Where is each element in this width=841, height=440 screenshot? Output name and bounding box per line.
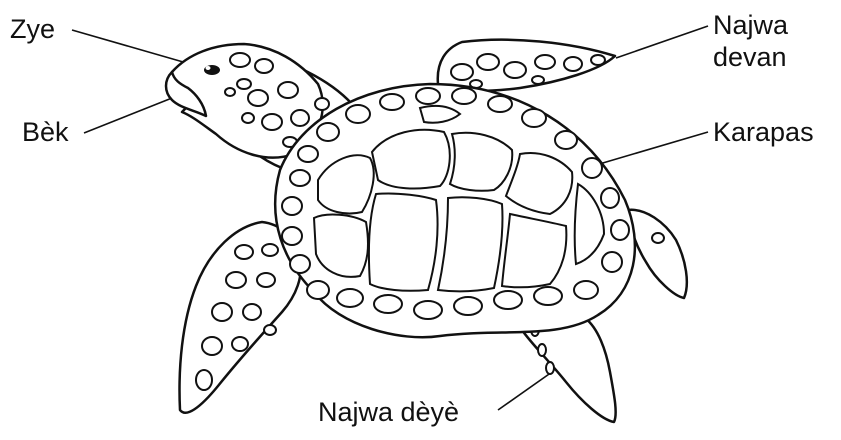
carapace-leader-line bbox=[596, 132, 708, 165]
head-scale bbox=[230, 53, 250, 67]
marginal-scute bbox=[488, 96, 512, 112]
head-scale bbox=[255, 59, 273, 73]
marginal-scute bbox=[601, 188, 619, 208]
flipper-scale bbox=[535, 55, 555, 69]
front-flipper-leader-line bbox=[616, 26, 708, 58]
rear-flipper-scale bbox=[546, 362, 554, 374]
flipper-scale bbox=[591, 55, 605, 65]
flipper-scale bbox=[212, 303, 232, 321]
rear-flipper-leader-line bbox=[498, 372, 552, 410]
head-scale bbox=[278, 82, 298, 98]
marginal-scute bbox=[611, 220, 629, 240]
marginal-scute bbox=[307, 281, 329, 299]
label-front-flipper-line1: Najwa bbox=[713, 10, 788, 40]
head-scale bbox=[242, 113, 254, 123]
costal-scute bbox=[502, 214, 566, 287]
eye-highlight bbox=[206, 66, 211, 70]
marginal-scute bbox=[290, 170, 310, 186]
flipper-scale bbox=[196, 370, 212, 390]
marginal-scute bbox=[555, 131, 577, 149]
rear-right-flipper bbox=[628, 210, 687, 298]
flipper-scale bbox=[257, 273, 275, 287]
marginal-scute bbox=[380, 94, 404, 110]
vertebral-scute bbox=[438, 197, 503, 291]
label-front-flipper-line2: devan bbox=[713, 42, 787, 72]
marginal-scute bbox=[282, 197, 302, 215]
marginal-scute bbox=[574, 281, 598, 299]
marginal-scute bbox=[337, 289, 363, 307]
marginal-scute bbox=[416, 88, 440, 104]
head-scale bbox=[291, 110, 309, 126]
flipper-scale bbox=[262, 244, 278, 256]
flipper-scale bbox=[477, 54, 499, 70]
marginal-scute bbox=[374, 295, 402, 313]
marginal-scute bbox=[494, 291, 522, 309]
marginal-scute bbox=[290, 255, 310, 273]
flipper-scale bbox=[564, 57, 582, 71]
head-scale bbox=[315, 98, 329, 110]
marginal-scute bbox=[317, 123, 339, 141]
head-scale bbox=[262, 114, 282, 130]
label-rear-flipper: Najwa dèyè bbox=[318, 397, 459, 427]
marginal-scute bbox=[452, 88, 476, 104]
flipper-scale bbox=[264, 325, 276, 335]
label-carapace: Karapas bbox=[713, 117, 814, 147]
vertebral-scute bbox=[369, 193, 438, 290]
flipper-scale bbox=[235, 245, 253, 259]
rear-flipper-scale bbox=[538, 344, 546, 356]
flipper-scale bbox=[232, 337, 248, 351]
marginal-scute bbox=[298, 146, 318, 162]
head-scale bbox=[237, 79, 251, 89]
flipper-scale bbox=[202, 337, 222, 355]
flipper-scale bbox=[532, 76, 544, 84]
marginal-scute bbox=[346, 105, 370, 123]
flipper-scale bbox=[243, 304, 261, 320]
beak-leader-line bbox=[84, 98, 172, 133]
marginal-scute bbox=[602, 252, 622, 272]
head-scale bbox=[248, 90, 268, 106]
marginal-scute bbox=[534, 287, 562, 305]
marginal-scute bbox=[282, 227, 302, 245]
flipper-scale bbox=[226, 272, 246, 288]
rear-flipper-scale bbox=[652, 233, 664, 243]
marginal-scute bbox=[414, 301, 442, 319]
flipper-scale bbox=[451, 64, 473, 80]
marginal-scute bbox=[454, 297, 482, 315]
flipper-scale bbox=[504, 62, 526, 78]
marginal-scute bbox=[522, 109, 546, 127]
label-eye: Zye bbox=[10, 14, 55, 44]
label-beak: Bèk bbox=[22, 117, 69, 147]
head-scale bbox=[225, 88, 235, 96]
marginal-scute bbox=[582, 158, 602, 178]
